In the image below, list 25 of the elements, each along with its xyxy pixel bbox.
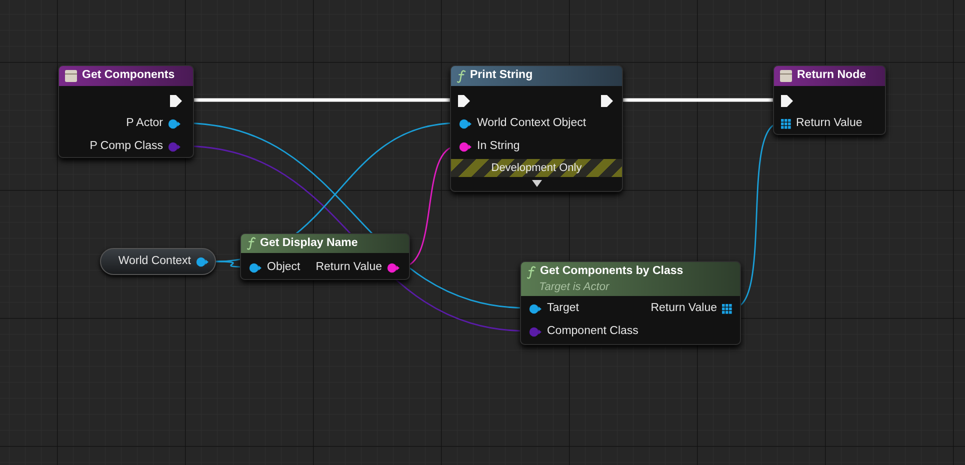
striped-band — [451, 159, 622, 177]
pin-label: World Context Object — [477, 118, 586, 130]
graph-node-card — [58, 65, 194, 158]
band-label: Development Only — [491, 162, 582, 174]
pin-label: Object — [267, 262, 300, 274]
variable-label: World Context — [118, 256, 191, 268]
node-title: Print String — [470, 70, 533, 82]
graph-node-card — [450, 65, 623, 192]
pin-label: P Comp Class — [90, 141, 163, 153]
variable-pill — [100, 248, 216, 275]
node-title: Get Display Name — [260, 238, 358, 250]
pin-label: In String — [477, 141, 520, 153]
pin-label: Return Value — [650, 303, 717, 315]
graph-node-card — [773, 65, 886, 135]
pin-label: Return Value — [316, 262, 382, 274]
graph-node-card — [240, 233, 410, 280]
graph-node-card — [520, 261, 741, 345]
pin-label: Return Value — [796, 118, 862, 130]
pin-label: P Actor — [126, 118, 163, 130]
node-subtitle: Target is Actor — [539, 282, 610, 292]
node-title: Return Node — [797, 70, 866, 82]
pin-label: Target — [547, 303, 579, 315]
node-title: Get Components — [82, 70, 175, 82]
node-title: Get Components by Class — [540, 266, 684, 278]
pin-label: Component Class — [547, 326, 638, 338]
